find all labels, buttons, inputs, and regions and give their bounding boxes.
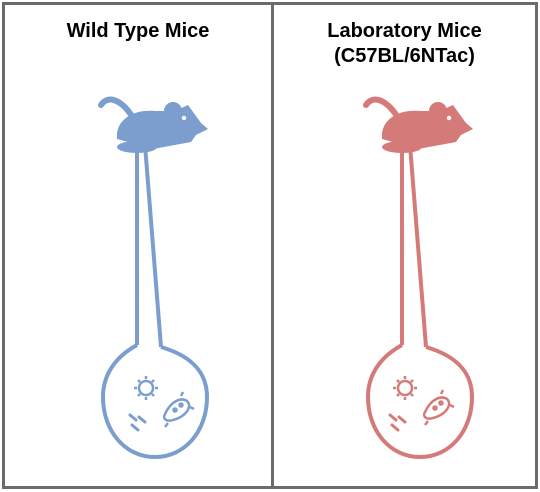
mouse-icon (363, 96, 473, 153)
flask-icon (100, 343, 210, 460)
panel-wild-type: Wild Type Mice (5, 5, 271, 486)
mouse-flask-illustration (98, 96, 210, 460)
virus-icon (393, 376, 417, 400)
bacilli-icon (388, 413, 407, 432)
panel-title-laboratory: Laboratory Mice (C57BL/6NTac) (274, 19, 535, 69)
title-line: Laboratory Mice (327, 20, 482, 42)
title-line: (C57BL/6NTac) (334, 45, 475, 67)
virus-icon (134, 376, 158, 400)
panel-divider (271, 5, 274, 486)
flask-icon (365, 343, 475, 460)
panel-title-wild-type: Wild Type Mice (5, 19, 271, 44)
bacterium-icon (162, 391, 195, 428)
panel-laboratory: Laboratory Mice (C57BL/6NTac) (274, 5, 535, 486)
title-line: Wild Type Mice (66, 20, 210, 42)
flask-neck (135, 144, 163, 348)
mouse-flask-illustration (363, 96, 475, 460)
mouse-icon (98, 96, 208, 153)
bacterium-icon (422, 389, 455, 426)
flask-neck (400, 144, 428, 348)
bacilli-icon (128, 413, 147, 432)
